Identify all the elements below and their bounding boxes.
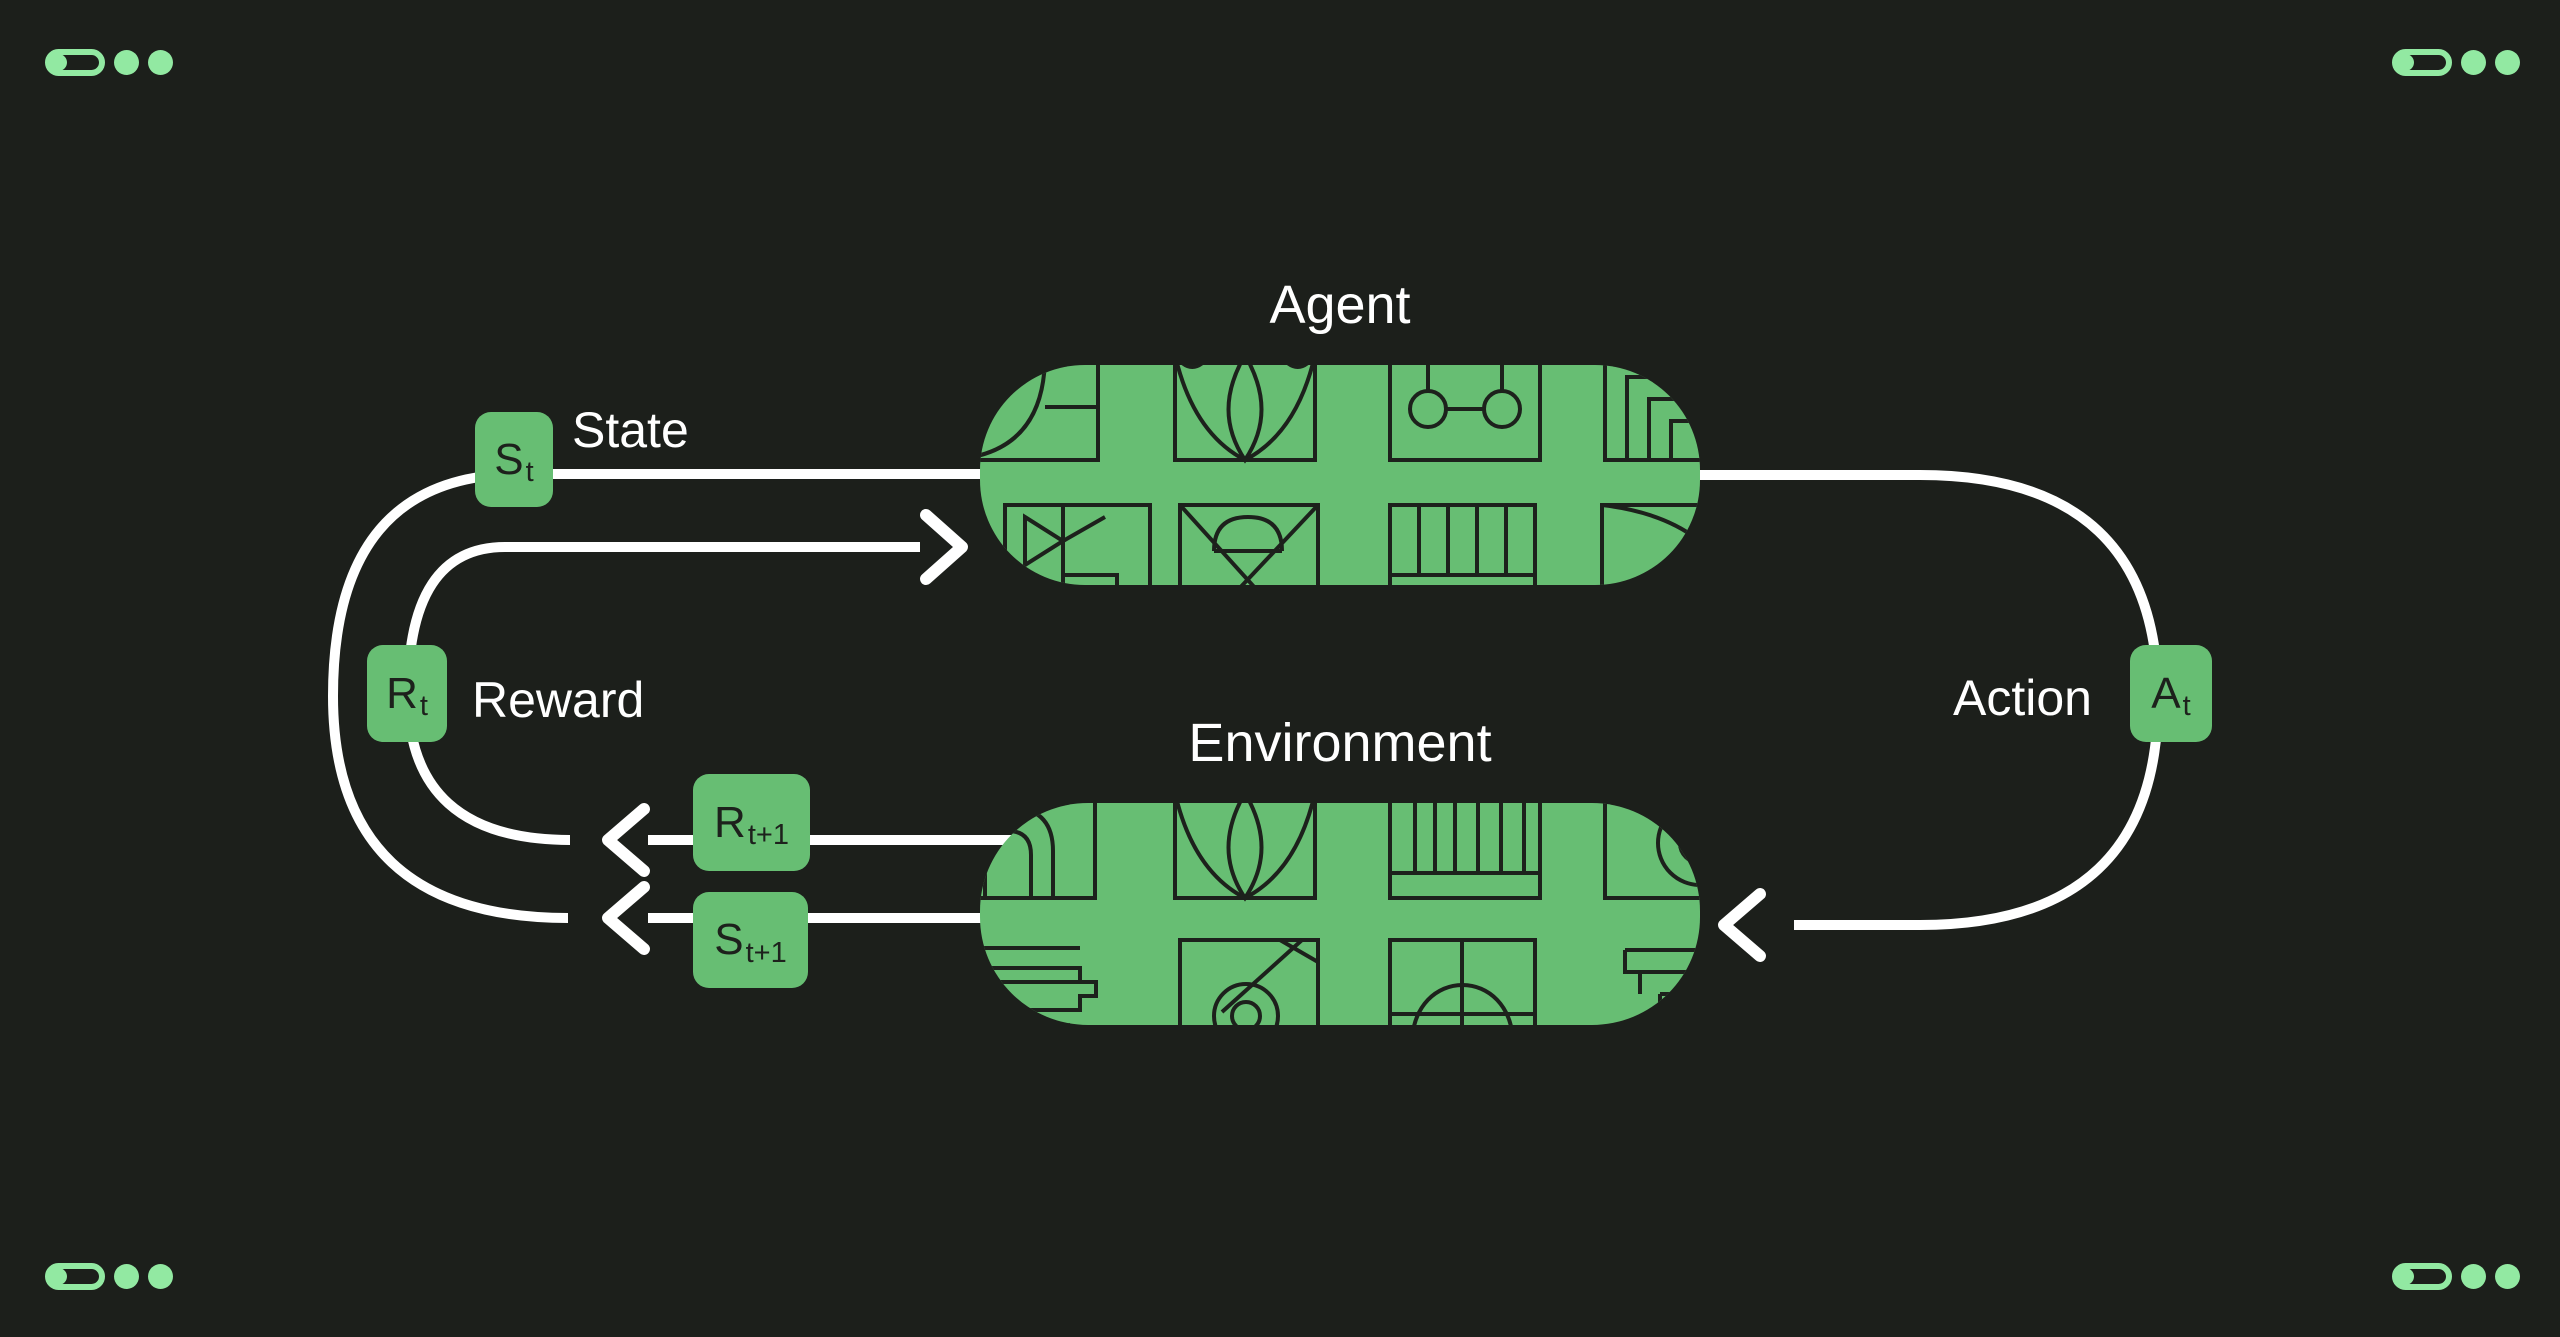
corner-widget-top-left	[45, 48, 173, 76]
next-reward-badge-base: R	[714, 797, 746, 847]
action-badge-sub: t	[2182, 690, 2191, 722]
dot-icon	[148, 49, 173, 75]
toggle-knob-icon	[2397, 53, 2414, 71]
toggle-pill-icon	[2392, 1262, 2452, 1290]
agent-pill	[980, 365, 1700, 585]
arrow-next-state-icon	[602, 881, 650, 955]
toggle-knob-icon	[50, 53, 67, 71]
dot-icon	[2461, 1263, 2486, 1289]
arrow-into-environment-icon	[1718, 888, 1766, 962]
dot-icon	[114, 49, 139, 75]
state-loop-line	[327, 469, 1000, 923]
state-badge-base: S	[494, 434, 524, 484]
dot-icon	[148, 1263, 173, 1289]
dot-icon	[2495, 1263, 2520, 1289]
dot-icon	[114, 1263, 139, 1289]
toggle-pill-icon	[45, 1262, 105, 1290]
reward-badge-sub: t	[419, 690, 428, 722]
environment-pill	[980, 803, 1700, 1025]
agent-pill-pattern	[980, 365, 1700, 585]
arrow-next-reward-icon	[602, 803, 650, 877]
corner-widget-bottom-left	[45, 1262, 173, 1290]
toggle-pill-icon	[45, 48, 105, 76]
next-state-badge-sub: t+1	[745, 936, 787, 969]
action-label: Action	[1953, 670, 2092, 726]
next-state-badge-base: S	[714, 915, 744, 964]
agent-title: Agent	[1269, 275, 1411, 335]
action-badge-base: A	[2151, 668, 2181, 718]
flow-arrowheads	[602, 509, 1766, 962]
environment-title: Environment	[1188, 713, 1492, 773]
arrow-into-agent-icon	[920, 509, 968, 585]
state-label: State	[572, 402, 689, 458]
toggle-pill-icon	[2392, 48, 2452, 76]
corner-widget-bottom-right	[2392, 1262, 2520, 1290]
corner-widget-top-right	[2392, 48, 2520, 76]
reward-label: Reward	[472, 672, 645, 728]
dot-icon	[2461, 49, 2486, 75]
state-badge-sub: t	[525, 456, 534, 488]
dot-icon	[2495, 49, 2520, 75]
reward-badge-base: R	[386, 668, 418, 718]
toggle-knob-icon	[2397, 1267, 2414, 1285]
next-reward-badge-sub: t+1	[747, 819, 789, 851]
toggle-knob-icon	[50, 1267, 67, 1285]
